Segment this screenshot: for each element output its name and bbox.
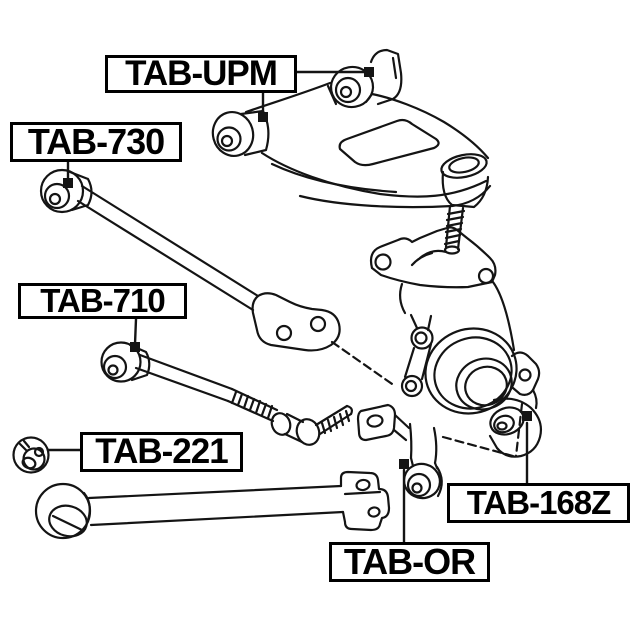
knuckle-upper-right-hole [477,267,495,285]
assembly-dashed-lines [330,340,524,458]
knuckle-upper-left-hole [374,253,392,271]
knuckle-lower-lug [356,403,411,442]
callout-tab-730: TAB-730 [10,121,182,162]
leader-tab-710 [133,317,138,346]
upper-arm-rear-bushing [329,48,403,109]
leader-lines [46,70,529,544]
callout-tab-221: TAB-221 [80,432,243,472]
bushing-tab-221 [12,436,50,474]
callout-tab-168z: TAB-168Z [447,483,630,523]
bushing-tab-730 [39,168,93,214]
marker-tab-168z [522,411,532,421]
steering-knuckle [356,226,543,500]
strut-rod-big-bushing [34,482,92,540]
adjuster-end [270,404,353,446]
marker-tab-upm-rear [364,67,374,77]
thread-hatching [230,390,274,420]
lateral-rod-upper [39,168,341,352]
upper-arm-front-bushing [211,109,270,157]
callout-tab-upm: TAB-UPM [105,54,297,93]
bushing-tab-710 [100,341,151,383]
strut-rod-fork-end [339,470,391,532]
marker-tab-710 [130,342,140,352]
marker-tab-730 [63,178,73,188]
callout-markers [63,67,532,469]
knuckle-right-ear [510,351,541,410]
upper-control-arm [211,48,492,255]
lower-strut-rod [34,470,391,540]
marker-tab-upm-front [258,112,268,122]
marker-tab-or [399,459,409,469]
callout-tab-or: TAB-OR [329,541,490,582]
lateral-rod-lower [100,341,353,446]
ball-joint [440,153,490,255]
rod-end-bracket [251,292,341,352]
callout-tab-710: TAB-710 [18,282,187,319]
